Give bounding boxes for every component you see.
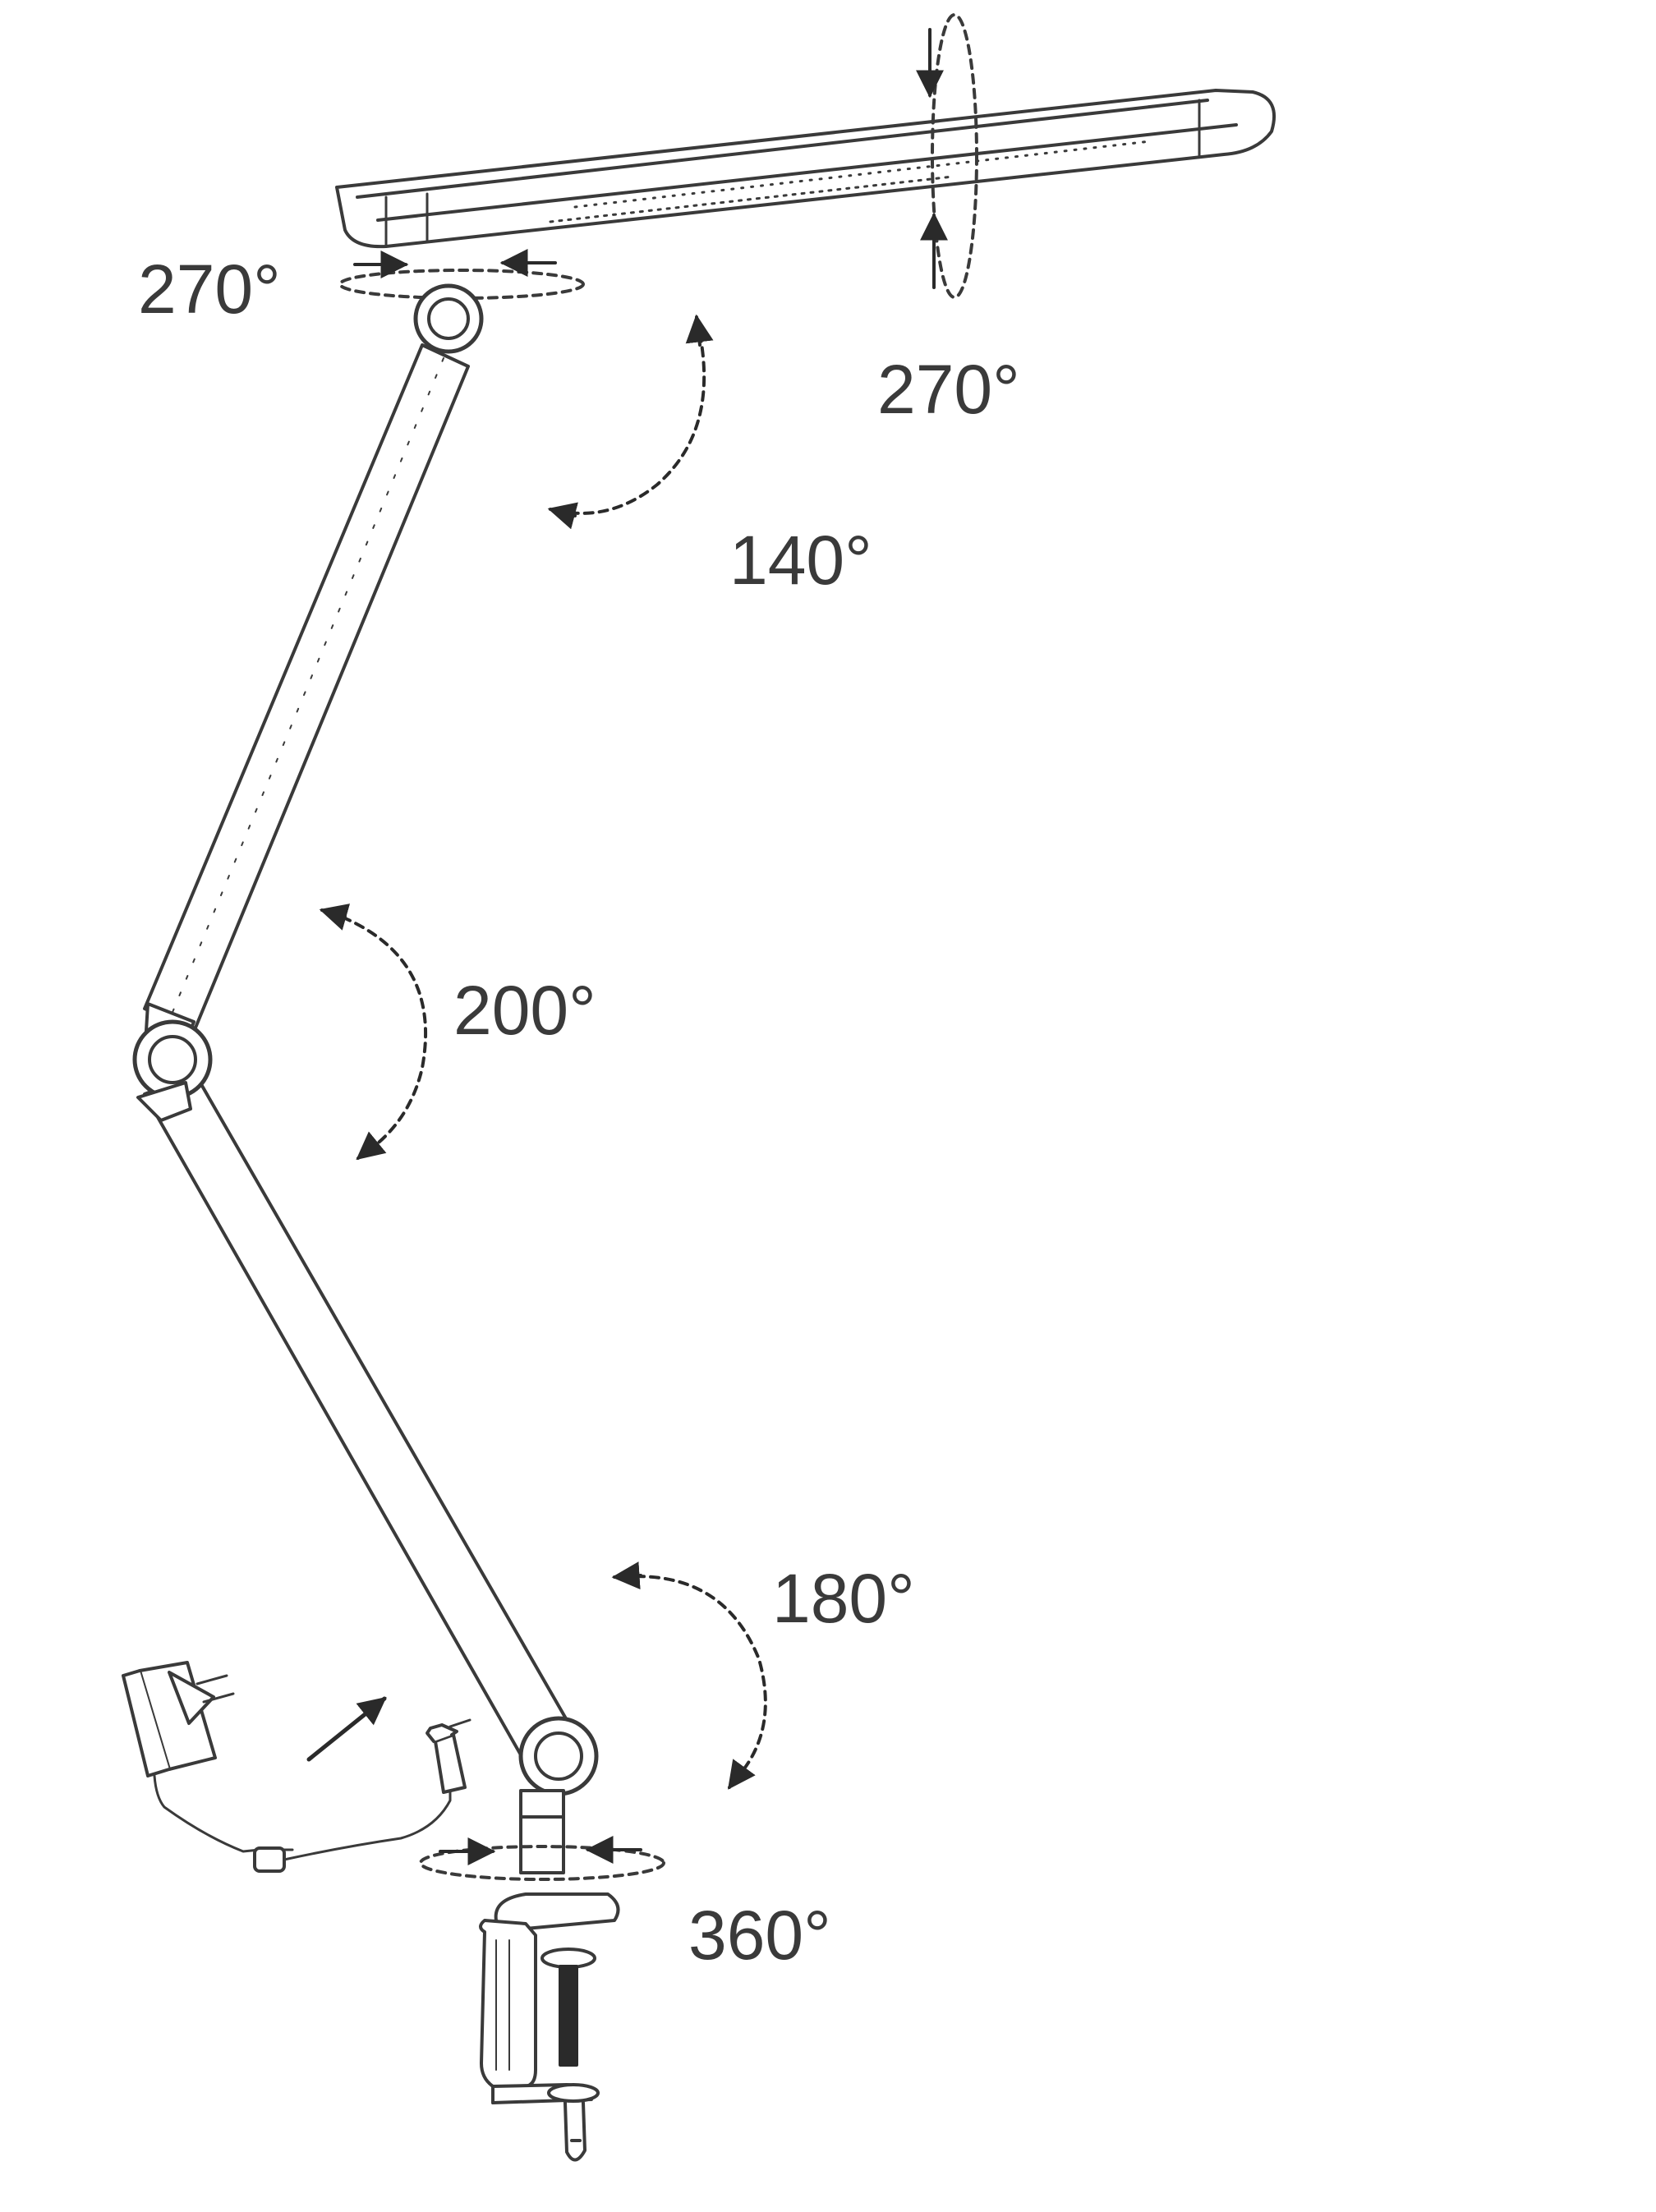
- elbow-arrow-icon: [319, 904, 428, 1161]
- base-swivel-angle-label: 360°: [688, 1897, 831, 1974]
- elbow-joint: [132, 1002, 213, 1122]
- head-rotation-arrow-icon: [916, 13, 978, 299]
- head-tilt-angle-label: 140°: [729, 522, 872, 599]
- base-column: [519, 1789, 565, 1874]
- elbow-angle-label: 200°: [453, 972, 596, 1049]
- upper-arm: [143, 343, 470, 1033]
- base-tilt-arrow-icon: [611, 1561, 767, 1790]
- lamp-head-icon: [335, 89, 1276, 249]
- head-tilt-arrow-icon: [547, 314, 714, 530]
- lower-arm: [143, 1073, 575, 1759]
- head-rotation-angle-label: 270°: [877, 351, 1020, 428]
- top-joint: [413, 283, 484, 354]
- insert-arrow-icon: [306, 1696, 387, 1762]
- head-swivel-angle-label: 270°: [138, 251, 281, 328]
- power-adapter-icon: [122, 1661, 472, 1873]
- base-tilt-angle-label: 180°: [772, 1560, 915, 1637]
- base-joint: [518, 1716, 599, 1796]
- base-swivel-arrow-icon: [419, 1836, 665, 1881]
- desk-clamp-icon: [479, 1892, 620, 2162]
